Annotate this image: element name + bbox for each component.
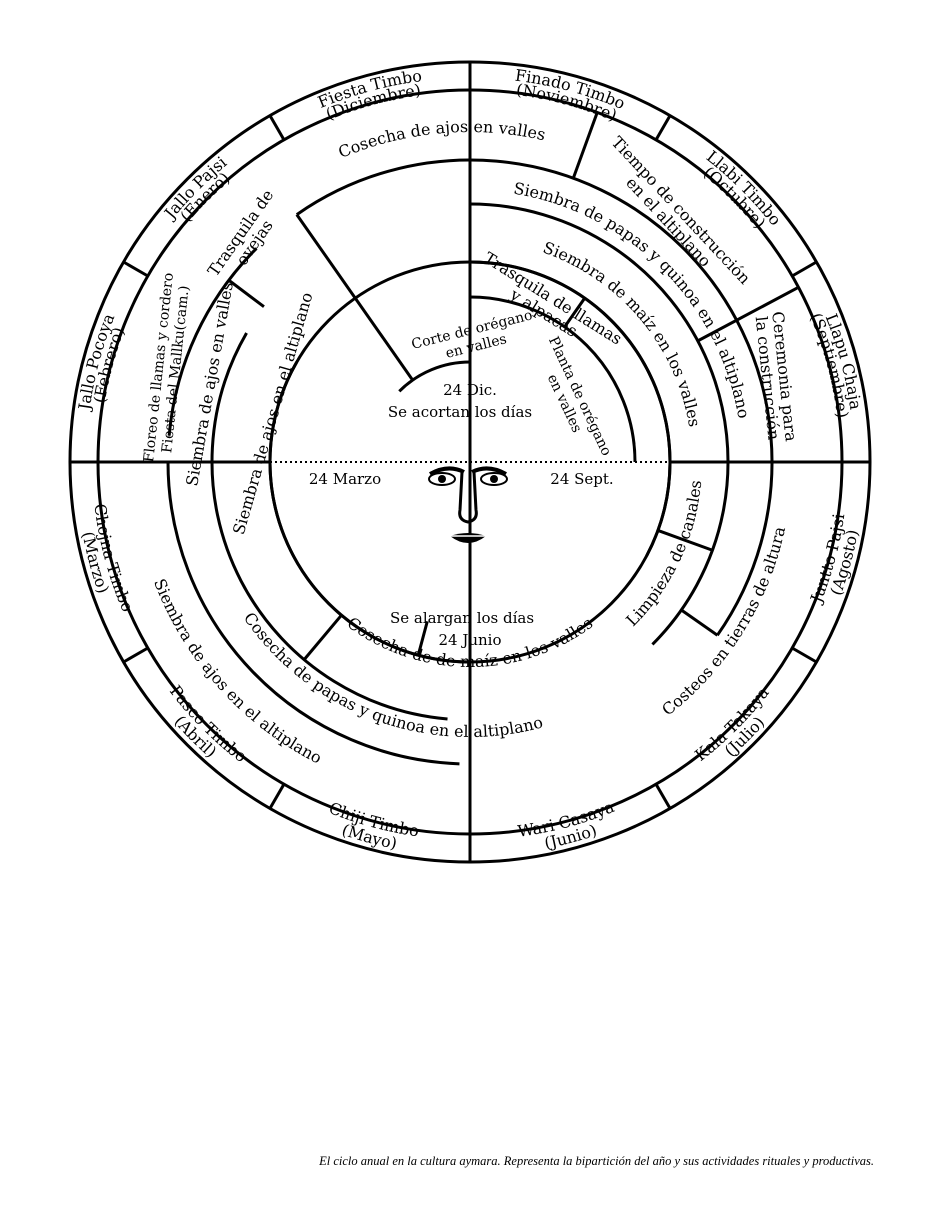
activity-ring-3-left — [210, 332, 448, 721]
divider-cosecha-maiz — [416, 620, 429, 656]
center-jun-text: Se alargan los días — [390, 609, 534, 627]
divider-oregano — [563, 297, 586, 328]
divider-diagonal — [295, 213, 414, 381]
month-divider — [122, 260, 149, 278]
activity-cosecha-papas-quinoa: Cosecha de papas y quinoa en el altiplan… — [240, 609, 545, 741]
diagram-structure — [68, 60, 872, 864]
center-mar-date: 24 Marzo — [309, 470, 381, 488]
activity-ring-2-upper-left — [167, 247, 258, 436]
month-divider — [654, 114, 672, 141]
month-divider — [268, 114, 286, 141]
divider-cosecha-papas — [303, 614, 343, 661]
activity-ring-2-right — [295, 158, 774, 637]
month-divider — [268, 783, 286, 810]
divider-construction — [571, 111, 599, 179]
month-divider — [791, 646, 818, 664]
center-dec-text: Se acortan los días — [388, 403, 532, 421]
activity-ring-3-right — [469, 202, 730, 646]
activity-ring-5 — [469, 295, 637, 463]
activity-limpieza-canales: Limpieza de canales — [622, 479, 705, 630]
figure-caption: El ciclo anual en la cultura aymara. Rep… — [319, 1154, 874, 1168]
divider-costeos — [680, 608, 719, 637]
activity-ring-2-lower — [166, 461, 460, 766]
month-divider — [122, 646, 149, 664]
activity-ring-6 — [398, 360, 471, 393]
center-sep-date: 24 Sept. — [550, 470, 613, 488]
divider-floreo — [227, 279, 265, 308]
center-jun-date: 24 Junio — [438, 631, 501, 649]
month-divider — [654, 783, 672, 810]
divider-ceremony — [697, 286, 800, 343]
center-dec-date: 24 Dic. — [443, 381, 497, 399]
activity-cosecha-ajos-valles: Cosecha de ajos en valles — [336, 117, 548, 162]
divider-limpieza — [657, 528, 713, 552]
month-divider — [791, 260, 818, 278]
sun-face-icon — [428, 466, 508, 543]
